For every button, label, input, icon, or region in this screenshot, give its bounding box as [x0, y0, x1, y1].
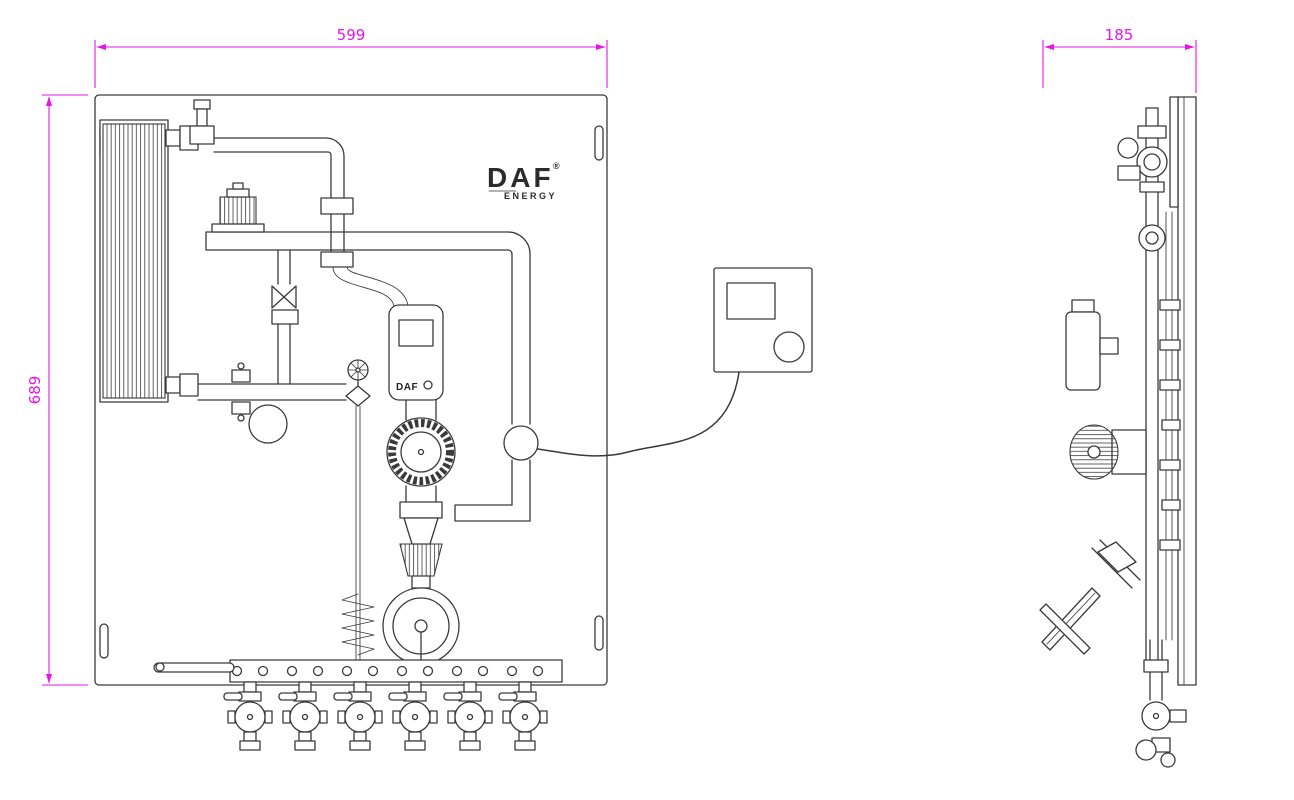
side-union-stack [1159, 299, 1181, 551]
dimension-label-front-width: 599 [337, 26, 366, 44]
ball-valve [443, 681, 493, 751]
meter-button [423, 380, 433, 390]
ball-valve [278, 681, 328, 751]
meter-display [398, 319, 434, 347]
manifold-lever [153, 662, 235, 673]
ball-valve [333, 681, 383, 751]
side-pump [1069, 424, 1147, 480]
side-vertical-pipes [1145, 129, 1173, 661]
spring-coil [341, 593, 375, 656]
side-angle-valve [1039, 539, 1141, 655]
dimension-side-depth: 185 [1042, 26, 1197, 93]
front-view: DAF [94, 94, 608, 751]
dimension-label-side-depth: 185 [1105, 26, 1134, 44]
circulation-pump [382, 587, 460, 665]
dimension-front-width: 599 [94, 26, 608, 88]
side-bottom-valve [1135, 639, 1187, 768]
brand-logo-text: DAF [487, 162, 554, 193]
side-top-fittings [1117, 107, 1168, 252]
room-thermostat [537, 267, 813, 457]
ball-valve [388, 681, 438, 751]
ball-valve [498, 681, 548, 751]
middle-pipe-run [197, 362, 347, 444]
inline-fitting-circle [248, 404, 288, 444]
branch-valve [271, 249, 299, 385]
strainer [386, 399, 456, 589]
top-pipe-elbow [213, 137, 409, 307]
control-valve [345, 359, 371, 661]
thermostat-display [726, 282, 776, 320]
right-return-pipe [454, 231, 539, 522]
meter-brand-label: DAF [396, 382, 418, 393]
thermostat-cable [537, 371, 740, 457]
dimension-label-front-height: 689 [26, 376, 44, 405]
side-view [1039, 96, 1197, 768]
dimension-front-height: 689 [26, 94, 88, 686]
energy-meter: DAF [388, 304, 444, 401]
water-meter [211, 182, 265, 233]
mounting-panel [94, 94, 608, 686]
heat-exchanger [99, 99, 215, 403]
thermostat-dial [773, 331, 805, 363]
ball-valve [223, 681, 273, 751]
brand-tagline: ENERGY [504, 191, 557, 201]
brand-logo: DAF ® ENERGY [487, 161, 560, 201]
pipe-union-circle [503, 425, 539, 461]
side-back-plate [1177, 96, 1197, 686]
brand-registered-mark: ® [553, 161, 560, 171]
bottom-manifold [229, 659, 563, 683]
side-energy-meter [1065, 299, 1119, 391]
